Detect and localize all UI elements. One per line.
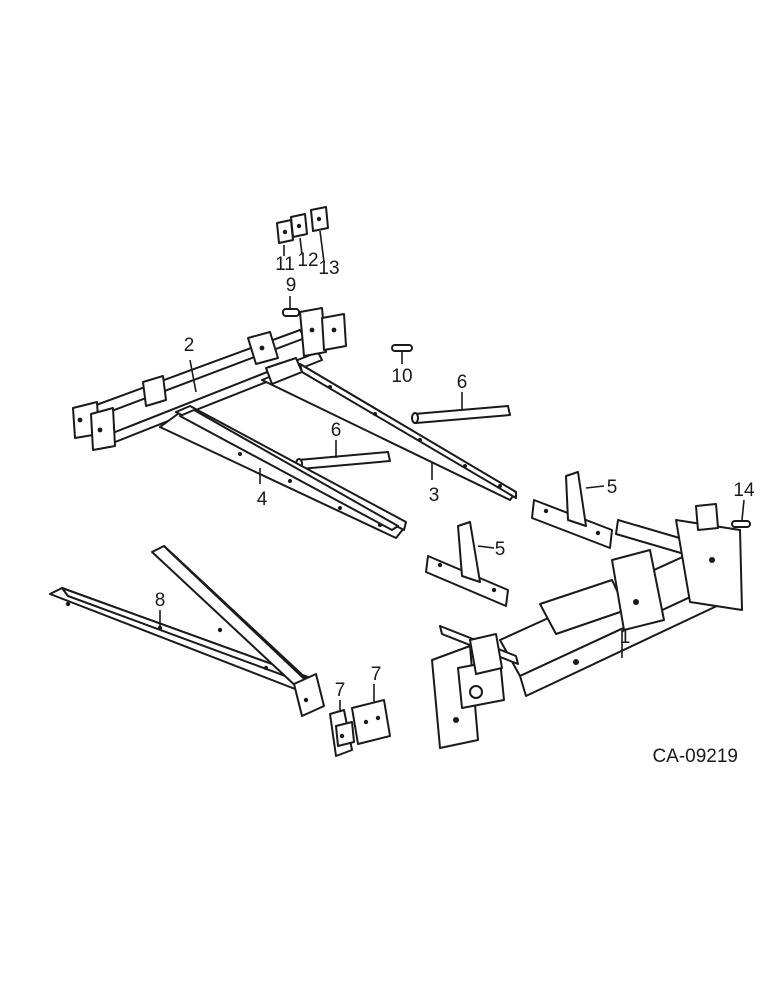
callout-7-right: 7 [371,664,382,685]
hitch-frame-8 [49,545,325,717]
callout-9: 9 [286,275,297,296]
reference-code: CA-09219 [652,746,738,767]
callout-5-left: 5 [495,539,506,560]
plate-12 [290,213,308,238]
pin-14 [731,520,751,528]
callout-6-lower: 6 [331,420,342,441]
rod-10 [391,344,413,352]
callout-3: 3 [429,485,440,506]
callout-4: 4 [257,489,268,510]
callout-1: 1 [620,627,631,648]
callout-5-right: 5 [607,477,618,498]
bracket-5-left [425,521,509,607]
bar-4 [159,405,407,539]
bar-3 [261,357,517,501]
callout-10: 10 [391,366,412,387]
callout-14: 14 [733,480,755,501]
callout-6-upper: 6 [457,372,468,393]
leader-lines [159,230,745,712]
callout-12: 12 [297,250,318,271]
clip-7-left [329,709,355,757]
callout-13: 13 [318,258,339,279]
clip-7-right [351,699,391,745]
plate-13 [310,206,329,232]
plate-11 [276,219,294,244]
callout-labels: 1 2 3 4 5 5 6 6 7 7 8 9 10 11 12 13 14 [155,250,755,701]
pipe-6-lower [295,451,391,470]
frame-2 [72,307,347,451]
pin-9 [282,308,300,317]
pipe-6-upper [411,405,511,424]
callout-7-left: 7 [335,680,346,701]
callout-2: 2 [184,335,195,356]
main-frame-1 [431,503,743,749]
callout-11: 11 [275,254,295,275]
callout-8: 8 [155,590,166,611]
bracket-5-right [531,471,613,549]
